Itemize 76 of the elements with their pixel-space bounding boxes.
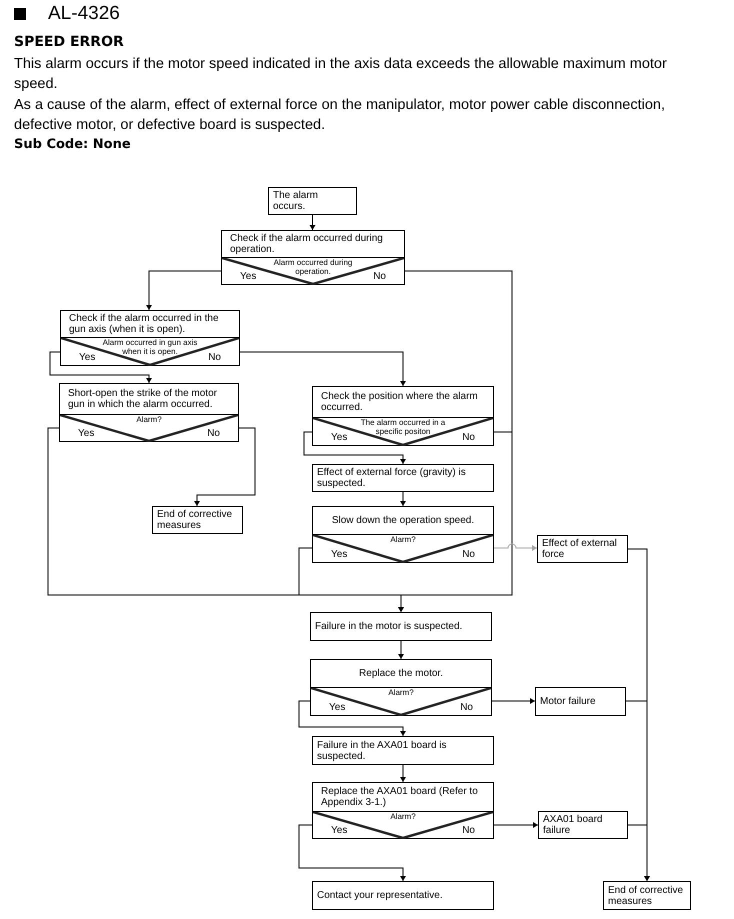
- decision-box: [312, 506, 494, 563]
- decision-box: [310, 659, 492, 716]
- step-text: Replace the AXA01 board (Refer to Appendix 3-1.): [321, 786, 479, 808]
- process-box: [152, 506, 243, 534]
- no-label: No: [208, 352, 221, 363]
- arrow: [400, 764, 406, 782]
- decision-box: [221, 230, 405, 285]
- arrow: [304, 432, 406, 464]
- process-box: [268, 187, 357, 215]
- yes-label: Yes: [331, 549, 348, 560]
- arrow: [494, 544, 538, 551]
- arrow: [50, 352, 152, 384]
- description-text: As a cause of the alarm, effect of external force on the manipulator, motor power cable disconnection, defective motor, or defective board is suspected.: [14, 96, 666, 135]
- step-text: Check the position where the alarm occurred.: [321, 391, 479, 413]
- arrow: [494, 822, 538, 828]
- decision-box: [312, 782, 494, 839]
- step-text: Check if the alarm occurred during operation.: [230, 233, 384, 255]
- no-label: No: [207, 428, 220, 439]
- condition-text: Alarm occurred in gun axis when it is open.: [102, 339, 198, 356]
- step-text: Slow down the operation speed.: [332, 515, 474, 526]
- step-text: Effect of external force (gravity) is suspected.: [317, 467, 467, 489]
- condition-text: Alarm?: [389, 813, 417, 822]
- decision-box: [59, 383, 239, 442]
- condition-text: Alarm?: [135, 416, 163, 424]
- condition-text: Alarm occurred during operation.: [272, 259, 354, 276]
- arrow: [628, 824, 650, 882]
- step-text: Replace the motor.: [359, 668, 443, 679]
- yes-label: Yes: [329, 702, 346, 713]
- step-text: Check if the alarm occurred in the gun axis (when it is open).: [69, 313, 220, 335]
- step-text: Motor failure: [540, 696, 597, 707]
- step-text: End of corrective measures: [157, 509, 234, 531]
- sub-code-text: Sub Code: None: [14, 136, 132, 154]
- title: AL-4326: [48, 2, 120, 26]
- arrow: [298, 824, 406, 882]
- step-text: The alarm occurs.: [273, 190, 320, 212]
- arrow: [310, 214, 316, 230]
- yes-label: Yes: [79, 352, 96, 363]
- arrow: [400, 492, 406, 506]
- step-text: Effect of external force: [542, 538, 618, 560]
- arrow: [194, 428, 256, 506]
- description-text: This alarm occurs if the motor speed indicated in the axis data exceeds the allowable maximum motor speed.: [14, 55, 668, 94]
- process-box: [603, 881, 691, 910]
- arrow: [398, 640, 404, 660]
- step-text: Failure in the AXA01 board is suspected.: [317, 740, 448, 762]
- step-text: Contact your representative.: [317, 890, 444, 901]
- yes-label: Yes: [331, 432, 348, 443]
- process-box: [535, 687, 626, 716]
- process-box: [312, 736, 494, 765]
- process-box: [312, 881, 494, 910]
- condition-text: Alarm?: [387, 689, 415, 698]
- process-box: [537, 535, 628, 563]
- arrow: [298, 548, 404, 612]
- arrow: [492, 698, 536, 704]
- no-label: No: [462, 825, 475, 836]
- decision-box: [60, 310, 240, 366]
- yes-label: Yes: [78, 428, 94, 439]
- condition-text: The alarm occurred in a specific positon: [360, 419, 446, 436]
- yes-label: Yes: [240, 271, 256, 282]
- step-text: Failure in the motor is suspected.: [315, 621, 464, 632]
- no-label: No: [462, 549, 475, 560]
- process-box: [312, 464, 494, 492]
- arrow: [146, 270, 222, 310]
- step-text: End of corrective measures: [608, 884, 684, 906]
- no-label: No: [460, 702, 473, 713]
- no-label: No: [373, 271, 386, 282]
- step-text: AXA01 board failure: [543, 814, 604, 836]
- arrow: [240, 352, 406, 386]
- step-text: Short-open the strike of the motor gun in which the alarm occurred.: [68, 388, 218, 410]
- decision-box: [312, 386, 494, 446]
- process-box: [310, 612, 492, 641]
- process-box: [538, 811, 628, 839]
- heading: SPEED ERROR: [14, 33, 125, 52]
- no-label: No: [462, 432, 475, 443]
- arrow: [298, 700, 406, 736]
- yes-label: Yes: [331, 825, 348, 836]
- condition-text: Alarm?: [389, 536, 417, 544]
